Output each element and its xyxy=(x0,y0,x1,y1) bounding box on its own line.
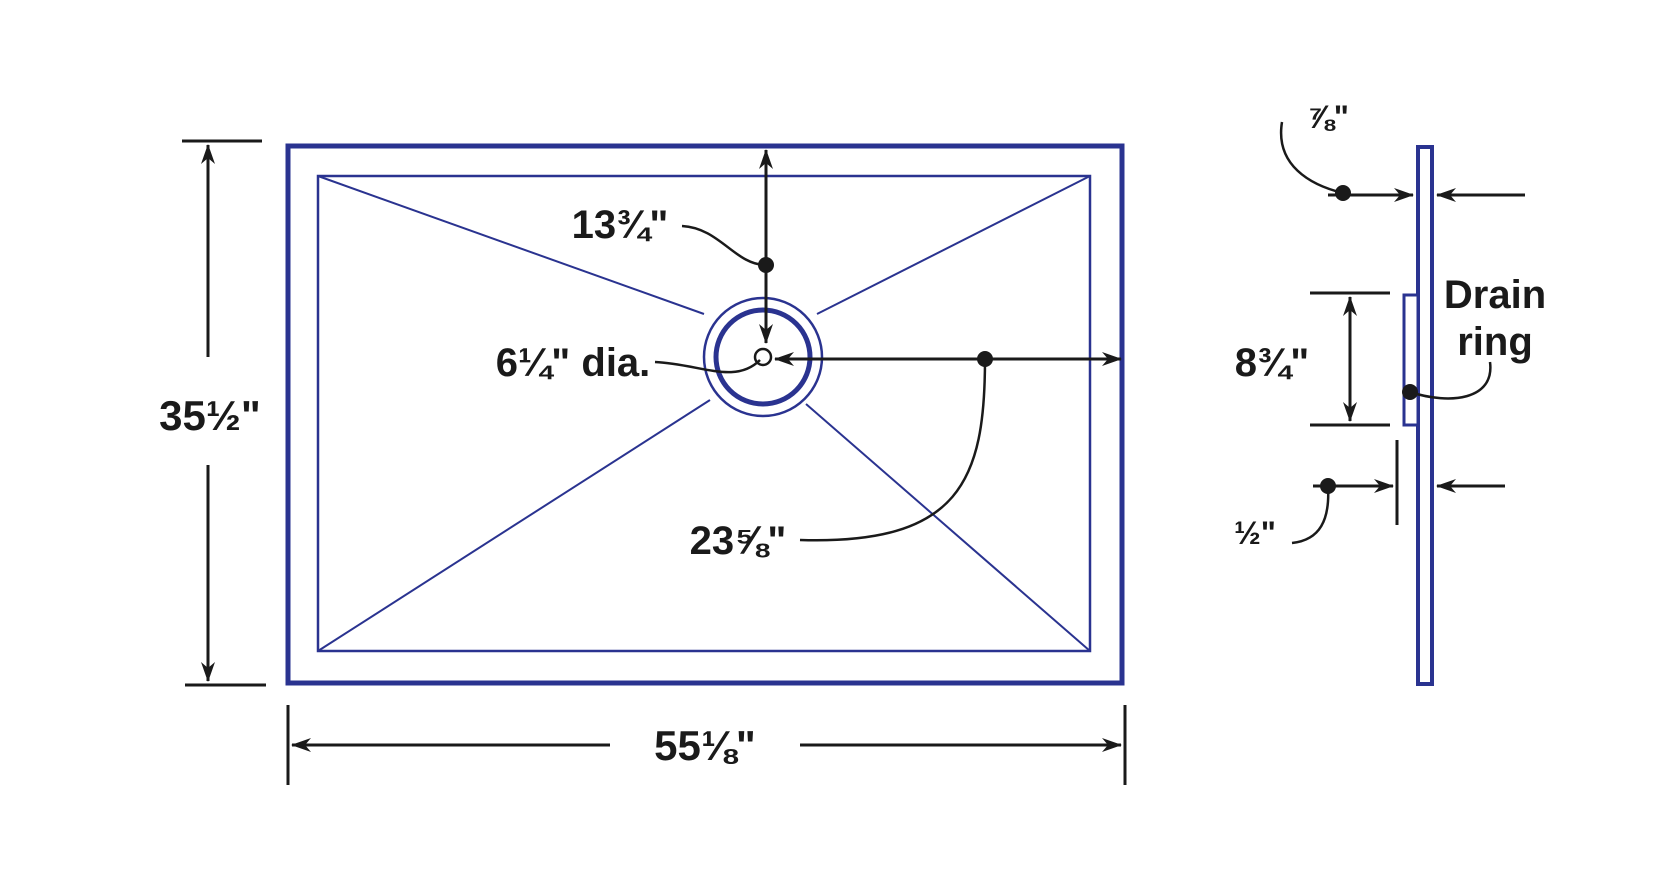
drain-ring-profile xyxy=(1402,293,1420,427)
pan-inner-edge xyxy=(316,174,1092,653)
slope-line-bottom-right xyxy=(805,403,1091,652)
slope-line-bottom-left xyxy=(317,399,711,652)
depth-label: 35½" xyxy=(159,392,261,439)
pan-outer-edge xyxy=(285,143,1125,686)
drain-ring-leader xyxy=(1409,361,1492,400)
drain-side-offset-label: 23⅝" xyxy=(690,519,787,563)
pan-side-profile xyxy=(1416,145,1434,686)
thickness-top-leader xyxy=(1279,121,1344,195)
thickness-bottom-label: ½" xyxy=(1234,515,1276,551)
width-label: 55⅛" xyxy=(654,722,756,769)
drain-diameter-leader xyxy=(654,359,761,374)
thickness-top-label: ⅞" xyxy=(1307,99,1349,135)
thickness-bottom-leader xyxy=(1291,485,1330,545)
slope-line-top-right xyxy=(816,175,1091,315)
drain-side-offset-leader xyxy=(799,358,987,542)
side-view: ⅞" 8¾" Drain ring ½" xyxy=(1234,99,1546,686)
plan-view: 35½" 55⅛" 13¾" 23⅝" 6¼" dia. xyxy=(159,139,1127,785)
drain-top-offset-leader xyxy=(681,224,767,267)
drain-ring-label-line1: Drain xyxy=(1444,273,1546,317)
drain-diameter-label: 6¼" dia. xyxy=(496,341,651,385)
slope-line-top-left xyxy=(317,175,705,315)
ring-height-label: 8¾" xyxy=(1235,341,1310,385)
drain-ring-label-line2: ring xyxy=(1457,320,1533,364)
drain-top-offset-label: 13¾" xyxy=(572,203,669,247)
